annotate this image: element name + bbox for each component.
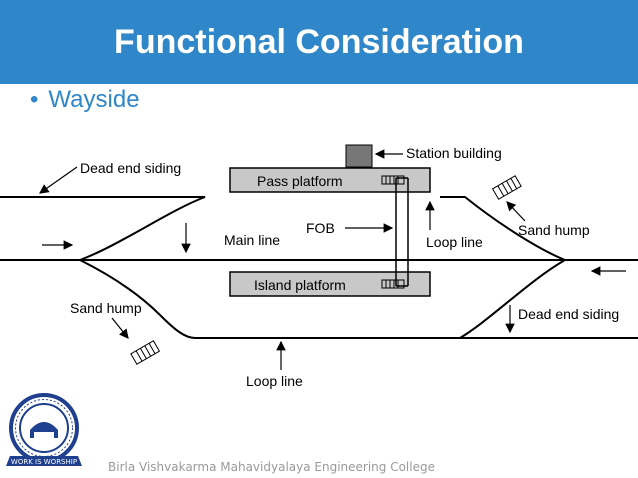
bullet-dot: • [30, 86, 39, 113]
bullet-item: • Wayside [30, 86, 140, 114]
station-building [345, 144, 373, 168]
bottom-track-left [159, 314, 460, 339]
main-line-label: Main line [224, 232, 280, 248]
loop-line-right-label: Loop line [426, 234, 483, 250]
sand-hump-left-label: Sand hump [70, 300, 142, 316]
sand-hump-left [130, 340, 161, 365]
top-track-right [440, 196, 566, 261]
dead-end-siding-top-arrow [39, 166, 78, 194]
dead-end-siding-top-label: Dead end siding [80, 160, 181, 176]
dead-end-siding-bottom-label: Dead end siding [518, 306, 619, 322]
top-track [0, 196, 206, 261]
bottom-track-right [459, 259, 566, 339]
footer-text: Birla Vishvakarma Mahavidyalaya Engineer… [108, 460, 435, 474]
stairs-bottom [381, 279, 405, 289]
pass-platform-label: Pass platform [257, 173, 343, 189]
track-lines [0, 196, 638, 339]
foot-over-bridge [395, 177, 409, 287]
stairs-top [381, 175, 405, 185]
station-building-label: Station building [406, 145, 502, 161]
sand-hump-right-label: Sand hump [518, 222, 590, 238]
sand-hump-left-arrow [111, 317, 129, 339]
slide-title: Functional Consideration [114, 23, 524, 61]
logo-ribbon-text: WORK IS WORSHIP [11, 458, 77, 466]
island-platform-label: Island platform [254, 277, 346, 293]
wayside-diagram: Pass platform Island platform Dead end s… [0, 144, 638, 389]
fob-label: FOB [306, 220, 335, 236]
college-logo: WORK IS WORSHIP [6, 393, 82, 466]
sand-hump-right [491, 175, 522, 200]
loop-line-bottom-label: Loop line [246, 373, 303, 389]
bullet-text: Wayside [48, 86, 140, 113]
title-bar: Functional Consideration [0, 0, 638, 84]
sand-hump-right-arrow [506, 201, 526, 222]
bottom-track-curve-left [79, 259, 161, 316]
